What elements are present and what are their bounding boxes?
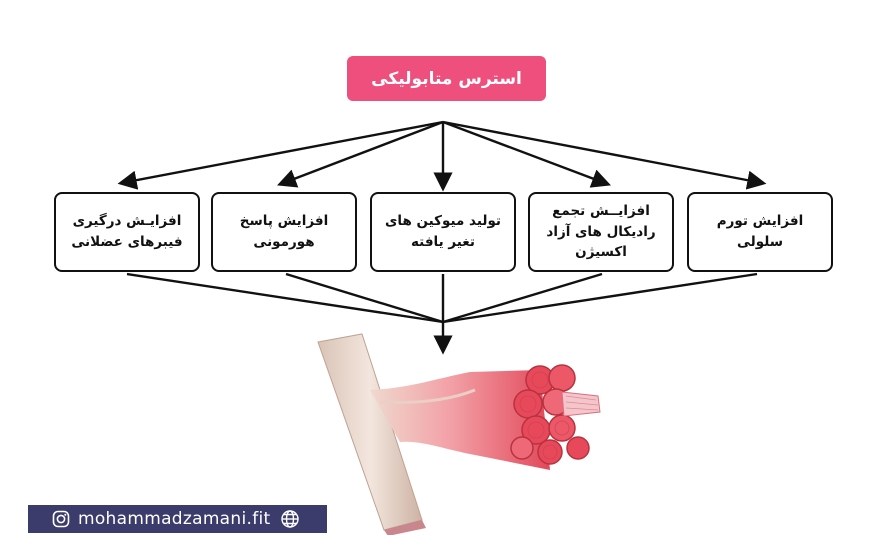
instagram-icon: [52, 510, 70, 528]
muscle-fiber-illustration: [317, 333, 601, 535]
diagram-title: استرس متابولیکی: [347, 56, 546, 101]
effect-box-fiber-recruitment: افزایـش درگیری فیبرهای عضلانی: [54, 192, 200, 272]
globe-icon: [280, 509, 300, 529]
effect-box-myokine-production: تولید میوکین های تغیر یافته: [370, 192, 516, 272]
effect-box-cell-swelling: افزایش تورم سلولی: [687, 192, 833, 272]
footer-bar: mohammadzamani.fit: [28, 505, 327, 533]
footer-handle: mohammadzamani.fit: [78, 509, 271, 529]
effect-box-hormonal-response: افزایش پاسخ هورمونی: [211, 192, 357, 272]
effect-box-free-radicals: افزایــش تجمع رادیکال های آزاد اکسیژن: [528, 192, 674, 272]
